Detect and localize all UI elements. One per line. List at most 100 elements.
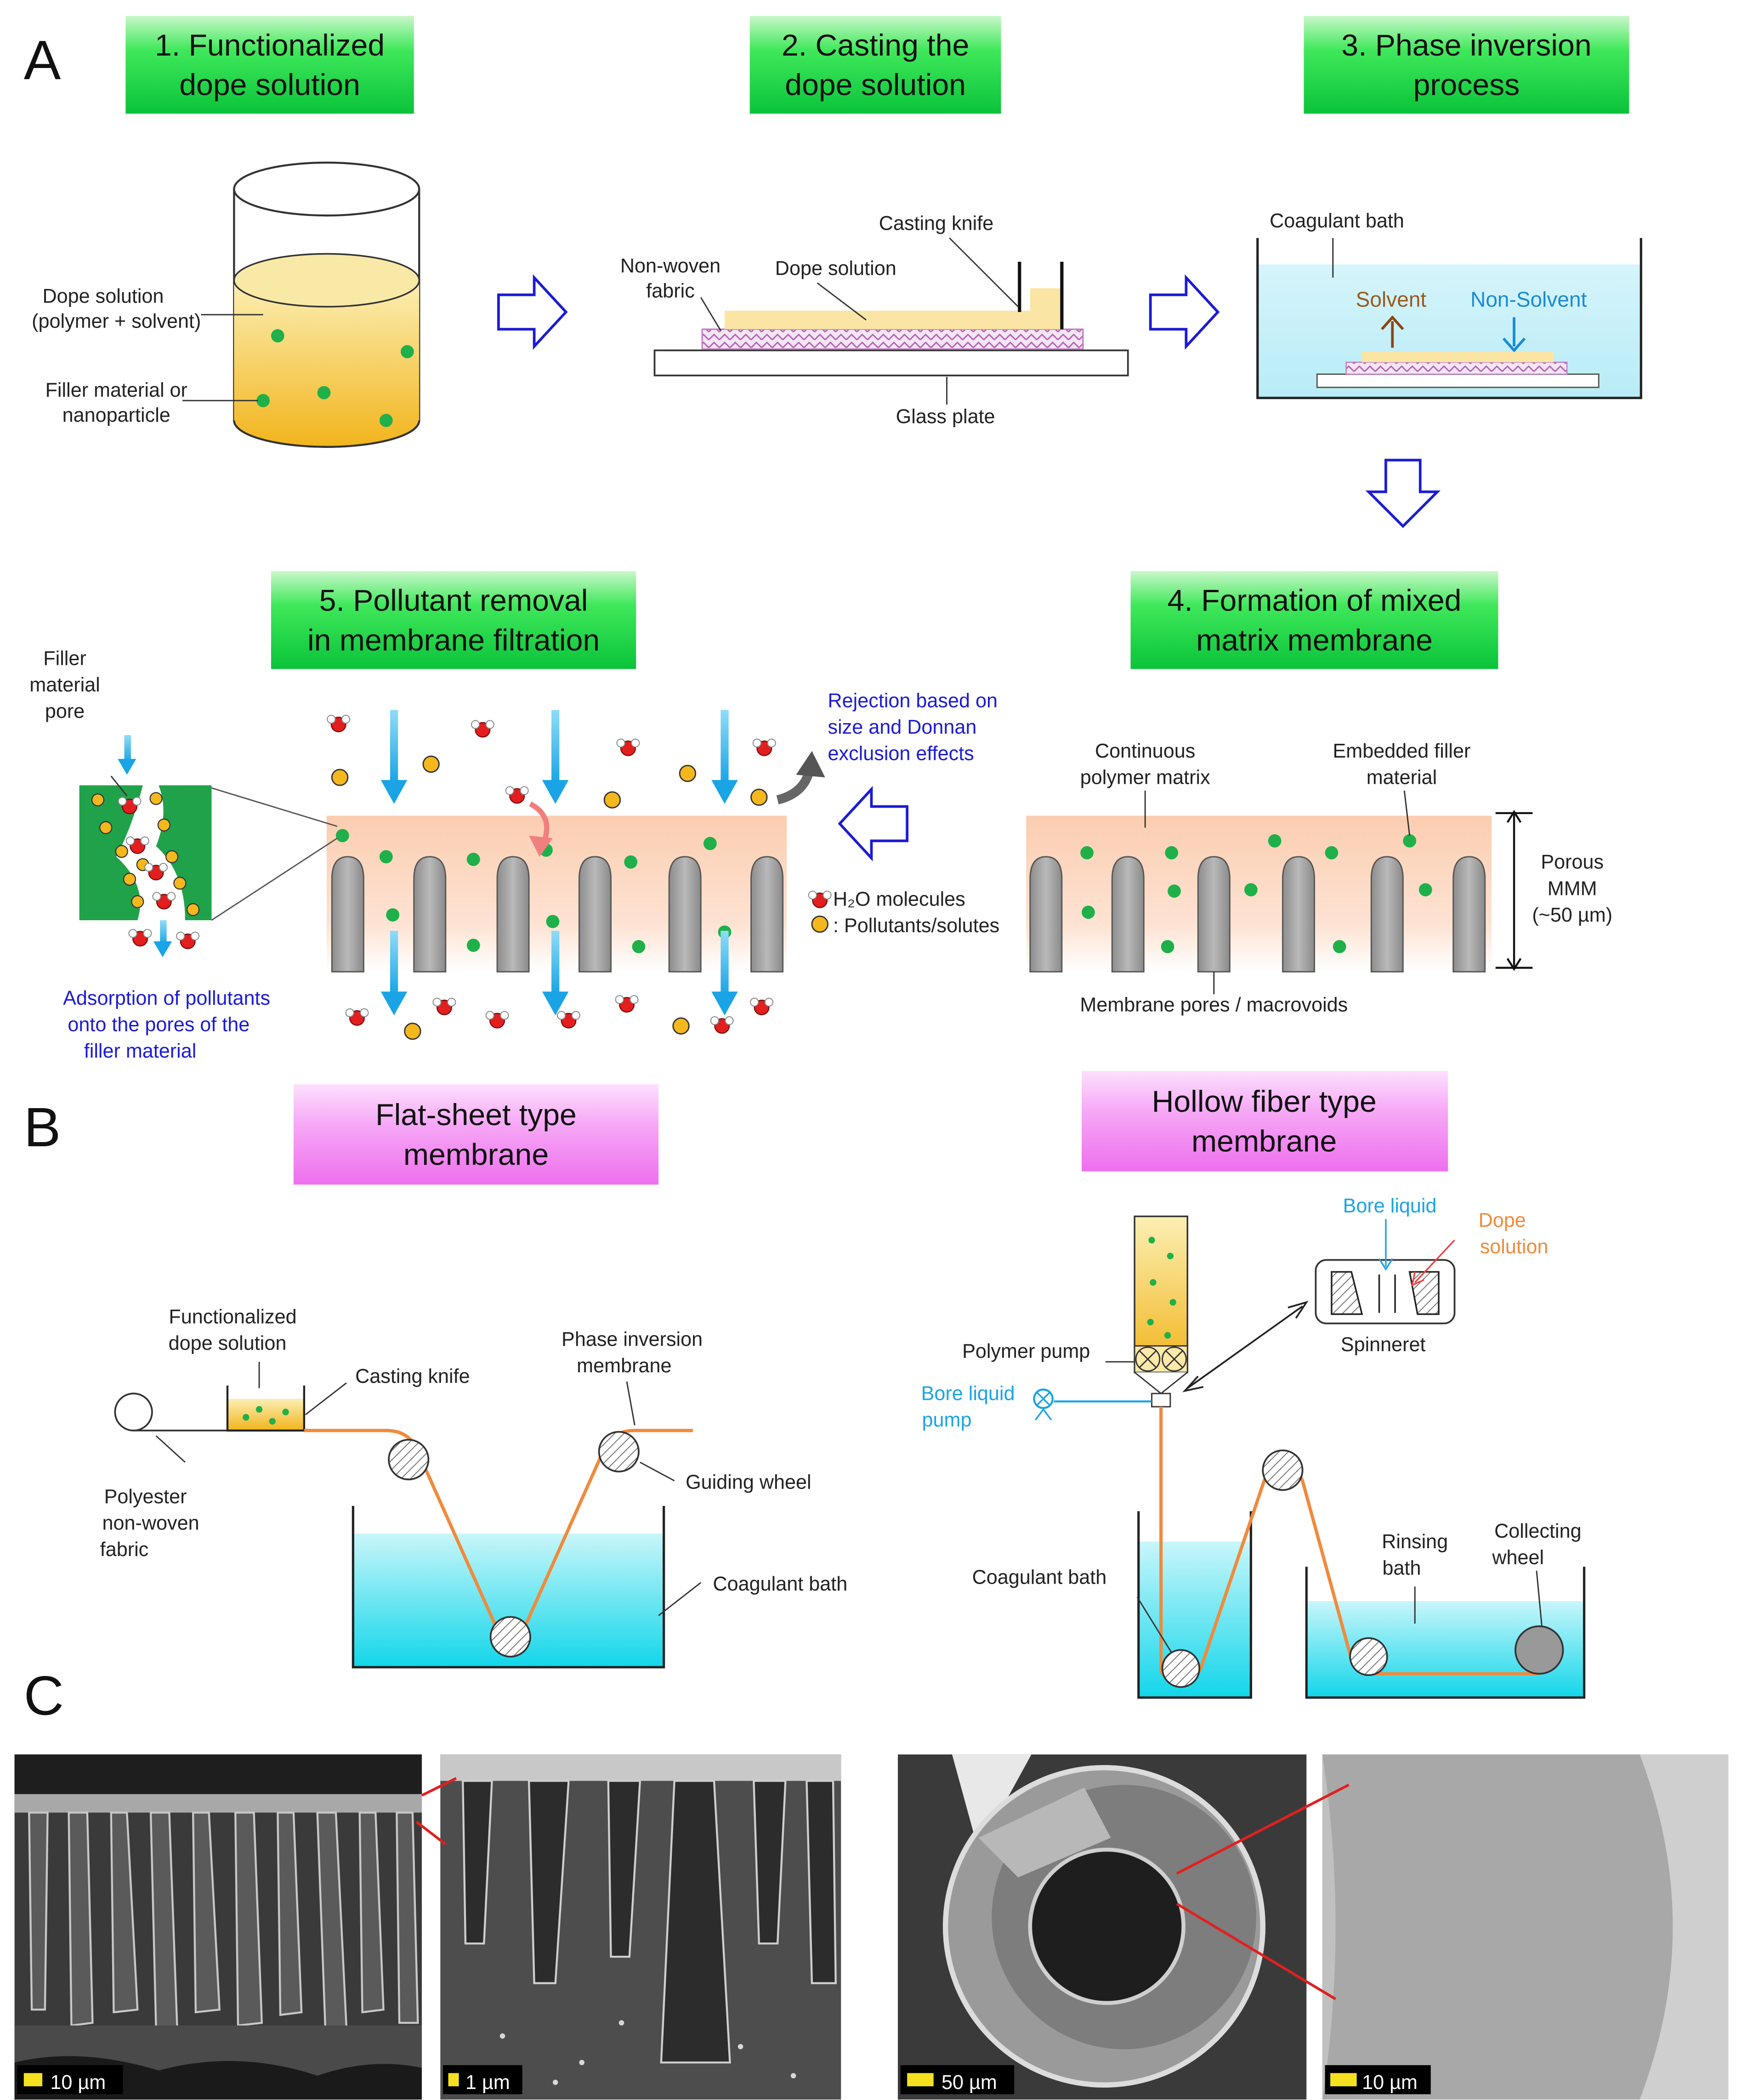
- dope-solution-label-2: solution: [1480, 1236, 1548, 1258]
- step-4-box: 4. Formation of mixed matrix membrane: [1130, 571, 1498, 669]
- polyester-label-3: fabric: [100, 1539, 149, 1561]
- legend-h2o-label: H₂O molecules: [833, 888, 965, 910]
- step-5-line-1: 5. Pollutant removal: [319, 584, 588, 618]
- step-5-box: 5. Pollutant removal in membrane filtrat…: [271, 571, 636, 669]
- polyester-label-2: non-woven: [102, 1512, 199, 1534]
- arrow-down-icon: [1365, 458, 1441, 528]
- sem-flat-sheet-high: [440, 1754, 841, 2100]
- continuous-label-2: polymer matrix: [1080, 767, 1210, 789]
- step-3-line-1: 3. Phase inversion: [1341, 28, 1591, 62]
- nonwoven-label-1: Non-woven: [620, 255, 720, 277]
- phase-inversion-label-2: membrane: [577, 1355, 671, 1377]
- polymer-pump-label: Polymer pump: [962, 1341, 1090, 1363]
- guiding-wheel: [598, 1431, 640, 1472]
- continuous-label-1: Continuous: [1095, 740, 1195, 762]
- hollow-fiber-process: [1033, 1215, 1586, 1699]
- filler-pore-inset: [79, 735, 338, 957]
- step-2-line-1: 2. Casting the: [782, 28, 969, 62]
- step-5-line-2: in membrane filtration: [307, 623, 600, 657]
- porous-label-2: MMM: [1548, 877, 1597, 900]
- polymer-pump-gears: [1135, 1347, 1187, 1372]
- flat-sheet-process: [114, 1385, 693, 1669]
- sem-flat-sheet-low: [14, 1754, 422, 2100]
- scale-bar-1: 10 µm: [17, 2065, 123, 2094]
- glass-plate-label: Glass plate: [896, 406, 995, 428]
- rinsing-label-2: bath: [1382, 1557, 1421, 1579]
- filler-particle: [271, 329, 284, 343]
- beaker: [233, 161, 420, 448]
- step-3-line-2: process: [1413, 68, 1520, 102]
- pores-label: Membrane pores / macrovoids: [1080, 994, 1348, 1016]
- nonwoven-label-2: fabric: [646, 280, 695, 302]
- collecting-label-2: wheel: [1492, 1546, 1544, 1568]
- polyester-label-1: Polyester: [104, 1486, 187, 1508]
- step-2-line-2: dope solution: [785, 68, 966, 102]
- step-1-box: 1. Functionalized dope solution: [125, 16, 414, 114]
- rinsing-label-1: Rinsing: [1382, 1531, 1448, 1553]
- scale-4-label: 10 µm: [1362, 2072, 1418, 2094]
- dope-label-1: Dope solution: [43, 285, 164, 307]
- step-3-box: 3. Phase inversion process: [1304, 16, 1629, 114]
- casting-setup: [653, 261, 1129, 377]
- coagulant-bath-tank: [1256, 238, 1642, 399]
- fabric-roll: [114, 1392, 153, 1432]
- filler-label-1: Filler material or: [45, 379, 187, 401]
- pollutant-particles: [331, 755, 768, 1040]
- scale-bar-2: 1 µm: [443, 2065, 522, 2094]
- h2o-legend-icon: [808, 890, 832, 908]
- solvent-label: Solvent: [1356, 288, 1427, 311]
- arrow-left-icon: [838, 786, 909, 862]
- step-1-line-1: 1. Functionalized: [155, 28, 385, 62]
- step-1-line-2: dope solution: [179, 68, 360, 102]
- rejection-line-3: exclusion effects: [828, 743, 974, 765]
- dope-solution-label: Dope solution: [775, 258, 896, 280]
- pollutant-legend-icon: [811, 915, 828, 933]
- step-4-line-1: 4. Formation of mixed: [1168, 584, 1462, 618]
- filler-pore-label-3: pore: [45, 701, 85, 723]
- coagulant-bath-label: Coagulant bath: [1270, 210, 1404, 232]
- flat-sheet-title-box: Flat-sheet type membrane: [293, 1084, 659, 1185]
- flat-coagulant-bath-label: Coagulant bath: [713, 1573, 848, 1595]
- filler-pore-label-1: Filler: [43, 648, 86, 670]
- dope-solution-label-1: Dope: [1479, 1210, 1526, 1232]
- hollow-fiber-title-1: Hollow fiber type: [1152, 1085, 1377, 1119]
- bore-pump-label-2: pump: [922, 1409, 972, 1431]
- collecting-wheel: [1514, 1625, 1564, 1675]
- bore-pump-label-1: Bore liquid: [921, 1383, 1015, 1405]
- flat-casting-knife-label: Casting knife: [355, 1365, 470, 1387]
- bore-liquid-label: Bore liquid: [1343, 1195, 1437, 1217]
- casting-knife-label: Casting knife: [879, 213, 993, 235]
- adsorption-line-2: onto the pores of the: [68, 1014, 250, 1036]
- guiding-wheel-label: Guiding wheel: [686, 1471, 811, 1493]
- porous-label-1: Porous: [1541, 851, 1604, 873]
- adsorption-line-1: Adsorption of pollutants: [63, 987, 270, 1009]
- dope-label-2: (polymer + solvent): [32, 311, 201, 333]
- hollow-coagulant-bath-label: Coagulant bath: [972, 1567, 1107, 1589]
- panel-label-c: C: [24, 1665, 64, 1727]
- flow-arrows: [380, 710, 825, 1016]
- functionalized-label-2: dope solution: [169, 1332, 287, 1354]
- guiding-wheel: [388, 1439, 430, 1481]
- filler-pore-label-2: material: [29, 674, 100, 696]
- porous-label-3: (~50 µm): [1532, 904, 1612, 926]
- guiding-wheel: [489, 1616, 531, 1658]
- nonsolvent-label: Non-Solvent: [1470, 288, 1587, 311]
- scale-2-label: 1 µm: [465, 2072, 510, 2094]
- spinneret-nozzle: [1151, 1392, 1171, 1408]
- adsorption-line-3: filler material: [84, 1040, 197, 1062]
- rejection-line-1: Rejection based on: [828, 690, 998, 712]
- step-2-box: 2. Casting the dope solution: [749, 16, 1001, 114]
- hollow-fiber-title-box: Hollow fiber type membrane: [1082, 1071, 1448, 1172]
- embedded-label-2: material: [1367, 767, 1437, 789]
- filler-label-2: nanoparticle: [62, 404, 170, 426]
- rejection-line-2: size and Donnan: [828, 716, 977, 738]
- sem-hollow-fiber-low: [898, 1754, 1307, 2100]
- scale-3-label: 50 µm: [942, 2072, 997, 2094]
- flat-sheet-title-1: Flat-sheet type: [375, 1098, 577, 1132]
- arrow-right-icon: [1149, 274, 1220, 350]
- embedded-label-1: Embedded filler: [1333, 740, 1471, 762]
- arrow-right-icon: [497, 274, 568, 350]
- mixed-matrix-membrane: [1026, 815, 1492, 973]
